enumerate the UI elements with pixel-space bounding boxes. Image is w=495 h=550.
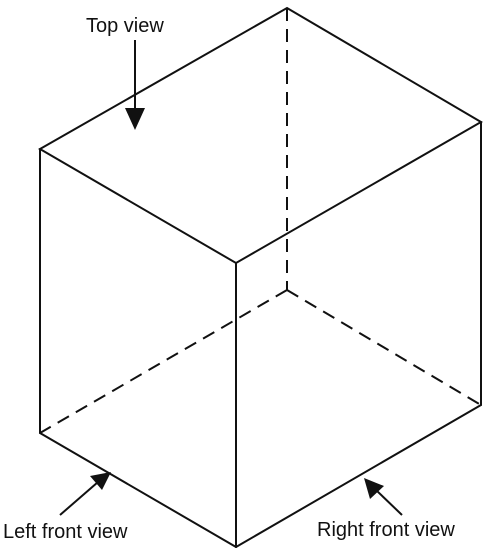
right-front-view-label: Right front view — [317, 519, 455, 541]
top-view-arrow — [125, 40, 145, 130]
left-front-view-arrow — [59, 472, 111, 516]
hidden-edges — [39, 8, 482, 434]
left-front-view-label: Left front view — [3, 521, 128, 543]
top-view-label: Top view — [86, 15, 164, 37]
hidden-right-bottom-edge — [286, 289, 482, 406]
left-bottom-edge — [39, 432, 237, 548]
hidden-left-bottom-edge — [39, 289, 288, 434]
right-bottom-edge — [235, 404, 482, 548]
visible-edges — [37, 6, 483, 548]
top-face — [37, 6, 483, 265]
right-front-view-arrow — [364, 478, 403, 516]
